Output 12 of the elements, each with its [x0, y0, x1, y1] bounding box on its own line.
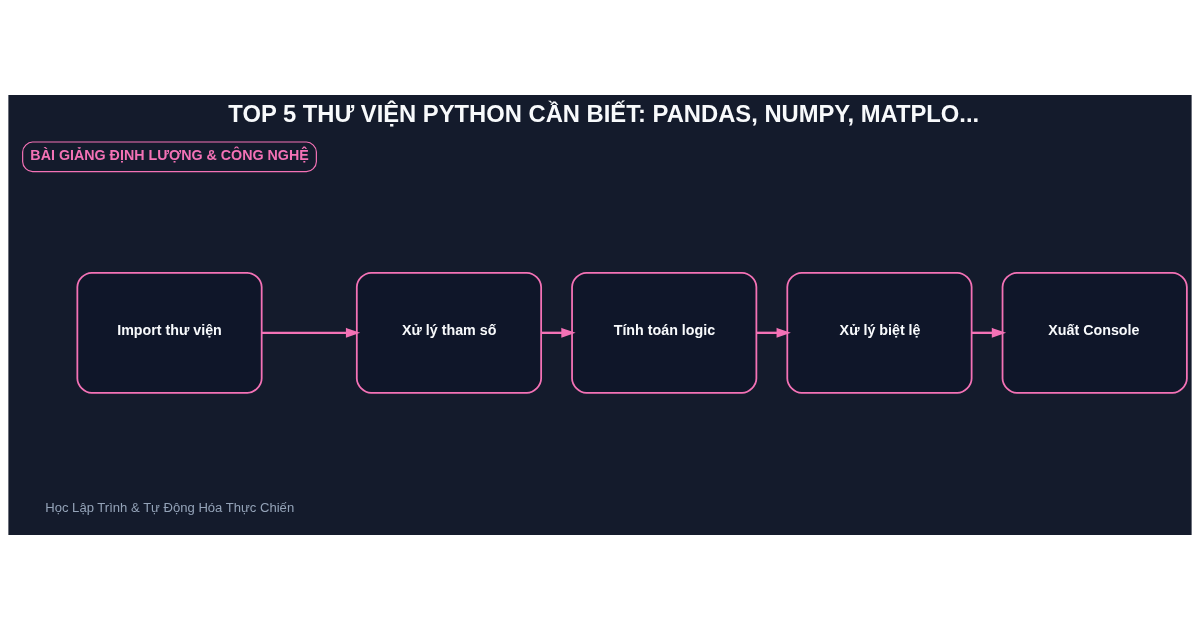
node-box: Xử lý tham số — [355, 271, 543, 394]
node-box: Xử lý biệt lệ — [786, 271, 973, 394]
arrow — [541, 327, 576, 338]
node-box: Import thư viện — [76, 271, 263, 394]
node-box: Xuất Console — [1001, 271, 1188, 394]
label: BÀI GIẢNG ĐỊNH LƯỢNG & CÔNG NGHỆ — [30, 146, 309, 163]
diagram-title: TOP 5 THƯ VIỆN PYTHON CẦN BIẾT: PANDAS, NUMPY, MATPLO... — [228, 100, 980, 128]
arrow — [261, 327, 361, 338]
node-box: Tính toán logic — [571, 271, 758, 394]
arrow — [756, 327, 791, 338]
label: Học Lập Trình & Tự Động Hóa Thực Chiến — [45, 500, 295, 516]
arrow — [971, 327, 1007, 338]
